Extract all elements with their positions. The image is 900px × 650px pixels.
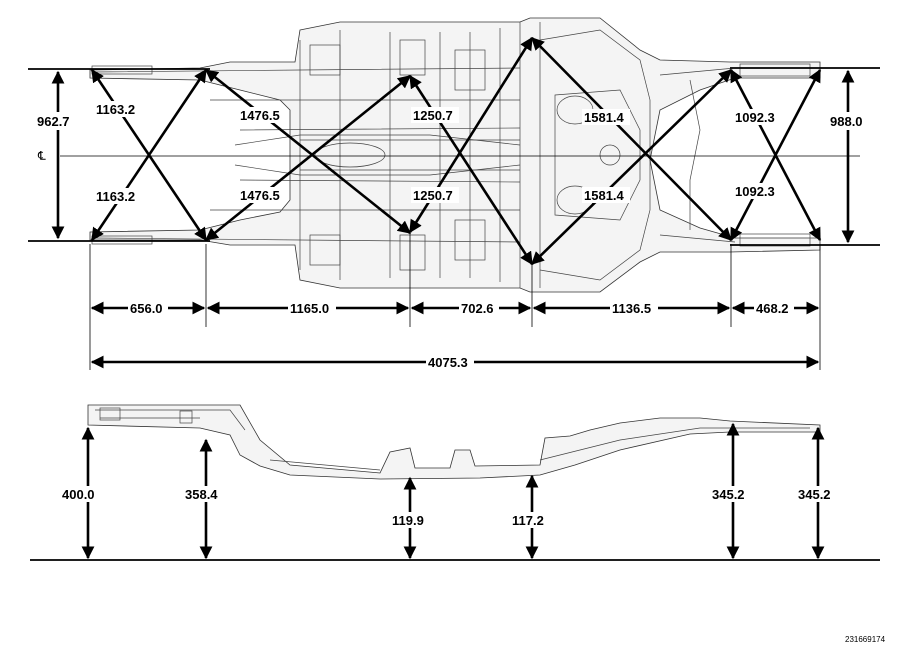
plan-labels: 962.7 988.0 1163.2 1163.2 1476.5 1476.5 … <box>30 101 874 370</box>
height-label-1: 400.0 <box>62 487 95 502</box>
side-labels: 400.0 358.4 119.9 117.2 345.2 345.2 <box>60 486 844 528</box>
height-label-2: 358.4 <box>185 487 218 502</box>
crossbrace-rear-mid-label-2: 1581.4 <box>584 188 625 203</box>
segment-label-3: 702.6 <box>461 301 494 316</box>
extension-lines <box>89 232 821 370</box>
height-label-3: 119.9 <box>392 513 424 528</box>
crossbrace-center-label-2: 1250.7 <box>413 188 453 203</box>
segment-label-1: 656.0 <box>130 301 163 316</box>
segment-label-4: 1136.5 <box>612 301 651 316</box>
height-label-6: 345.2 <box>798 487 831 502</box>
segment-arrows <box>90 301 820 369</box>
crossbrace-front-label-1: 1163.2 <box>96 102 135 117</box>
crossbrace-front-mid-label-1: 1476.5 <box>240 108 280 123</box>
crossbrace-center-label-1: 1250.7 <box>413 108 453 123</box>
height-label-5: 345.2 <box>712 487 745 502</box>
crossbrace-rear-label-2: 1092.3 <box>735 184 775 199</box>
height-label-4: 117.2 <box>512 513 544 528</box>
diagonal-arrows <box>90 36 822 266</box>
crossbrace-rear-mid-label-1: 1581.4 <box>584 110 625 125</box>
segment-label-5: 468.2 <box>756 301 789 316</box>
crossbrace-front-mid-label-2: 1476.5 <box>240 188 280 203</box>
plan-view-underbody <box>89 17 821 293</box>
figure-number: 231669174 <box>845 635 886 644</box>
crossbrace-front-label-2: 1163.2 <box>96 189 135 204</box>
crossbrace-rear-label-1: 1092.3 <box>735 110 775 125</box>
width-front-label: 962.7 <box>37 114 70 129</box>
segment-label-2: 1165.0 <box>290 301 329 316</box>
side-view-underbody <box>87 404 821 480</box>
width-rear-label: 988.0 <box>830 114 863 129</box>
centerline-symbol: ℄ <box>37 149 46 163</box>
overall-length-label: 4075.3 <box>428 355 468 370</box>
